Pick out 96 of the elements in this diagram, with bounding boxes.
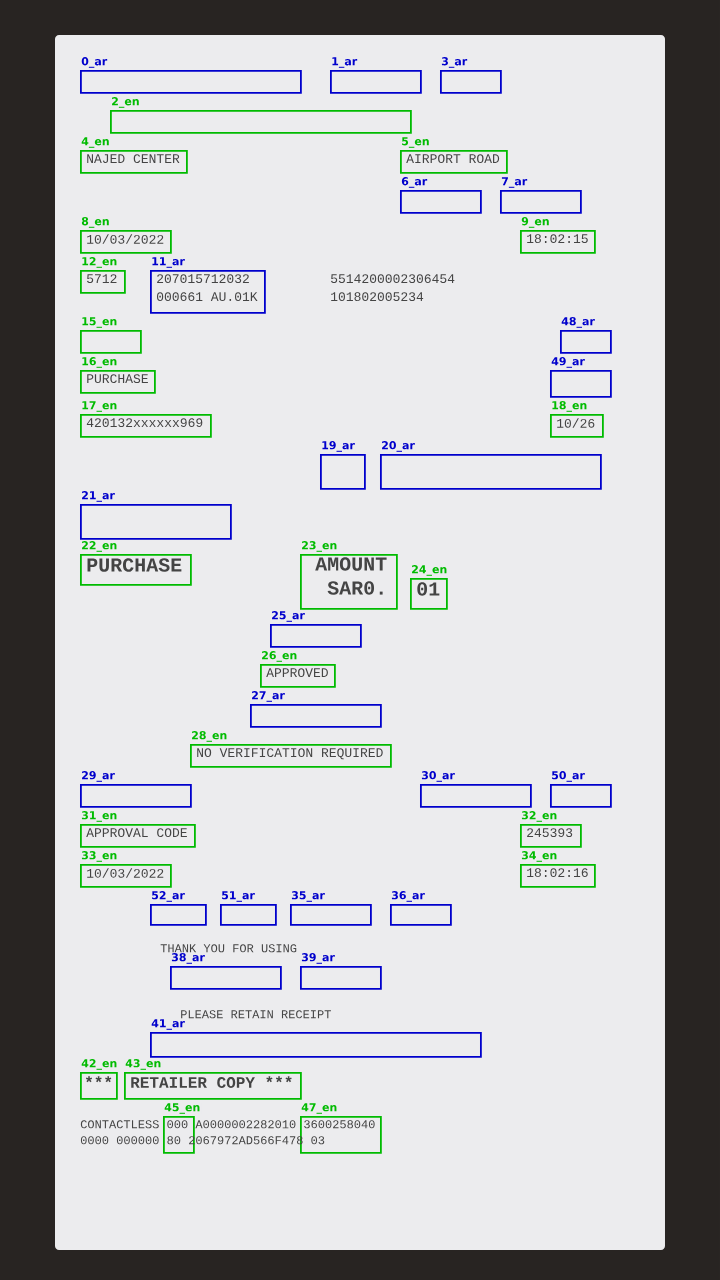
receipt-text: 420132xxxxxx969 [86, 418, 203, 428]
receipt-text: CONTACTLESS 000 A0000002282010 3600258040 [80, 1120, 375, 1129]
receipt-text: 000661 AU.01K [157, 292, 258, 302]
receipt-text: 10/03/2022 [87, 868, 164, 878]
node-label: 30_ar [421, 771, 455, 782]
receipt-text: APPROVED [266, 668, 328, 678]
node-label: 29_ar [82, 771, 115, 782]
node-label: 9_en [521, 217, 549, 228]
node-label: 34_en [521, 851, 557, 862]
receipt-text: 101802005234 [331, 292, 424, 302]
node-label: 4_en [81, 137, 109, 148]
annotation-box: 27_ar [250, 690, 382, 728]
node-label: 3_ar [441, 57, 468, 68]
node-label: 22_en [82, 541, 117, 552]
node-label: 0_ar [81, 57, 108, 68]
receipt-text: 5712 [87, 274, 117, 284]
receipt-text: RETAILER COPY *** [131, 1076, 292, 1088]
annotation-box: 48_ar [560, 316, 612, 354]
annotation-box: 29_ar [80, 770, 192, 808]
receipt-text: APPROVAL CODE [86, 828, 187, 838]
node-label: 38_ar [171, 953, 205, 964]
receipt-text: 10/26 [557, 418, 595, 428]
node-label: 45_en [164, 1103, 200, 1114]
receipt-text: NAJED CENTER [87, 154, 180, 164]
receipt-text: 18:02:16 [527, 868, 588, 878]
receipt-text: 10/03/2022 [87, 234, 164, 244]
node-label: 39_ar [301, 953, 335, 964]
annotation-box: 52_ar [150, 890, 207, 926]
annotation-box: 41_ar [150, 1018, 482, 1058]
node-label: 2_en [112, 97, 139, 108]
annotation-box: 19_ar [320, 440, 366, 490]
node-label: 33_en [81, 851, 117, 862]
node-label: 18_en [552, 401, 587, 412]
node-label: 6_ar [401, 177, 428, 188]
annotation-box: 21_ar [80, 490, 232, 540]
node-label: 23_en [302, 541, 337, 552]
annotation-box: 25_ar [270, 610, 362, 648]
annotation-box: 15_en [80, 316, 142, 354]
annotation-box: 7_ar [500, 176, 582, 214]
annotation-box: 49_ar [550, 356, 612, 398]
annotation-box: 20_ar [380, 440, 602, 490]
node-label: 7_ar [501, 177, 528, 188]
node-label: 25_ar [272, 611, 305, 622]
receipt-text: 207015712032 [157, 274, 249, 284]
annotation-box: 50_ar [550, 770, 612, 808]
node-label: 8_en [81, 217, 109, 228]
node-label: 19_ar [322, 441, 355, 452]
receipt-text: 245393 [527, 828, 573, 838]
node-label: 21_ar [82, 491, 115, 502]
node-label: 31_en [81, 811, 117, 822]
receipt-text: AIRPORT ROAD [406, 154, 500, 164]
node-label: 16_en [82, 357, 117, 368]
node-label: 42_en [81, 1059, 117, 1070]
receipt-text: NO VERIFICATION REQUIRED [197, 748, 383, 760]
receipt-text: PURCHASE [87, 374, 148, 384]
node-label: 28_en [192, 731, 227, 742]
node-label: 47_en [301, 1103, 337, 1114]
node-label: 26_en [262, 651, 297, 662]
annotation-box: 2_en [110, 96, 412, 134]
node-label: 51_ar [222, 891, 255, 902]
node-label: 15_en [82, 317, 117, 328]
node-label: 48_ar [561, 317, 595, 328]
node-label: 36_ar [391, 891, 425, 902]
node-label: 32_en [521, 811, 557, 822]
node-label: 5_en [402, 137, 429, 148]
node-label: 43_en [125, 1059, 161, 1070]
annotation-box: 30_ar [420, 770, 532, 808]
annotation-box: 6_ar [400, 176, 482, 214]
node-label: 12_en [82, 257, 117, 268]
node-label: 35_ar [291, 891, 325, 902]
receipt-text: 5514200002306454 [331, 274, 455, 284]
receipt-text: PLEASE RETAIN RECEIPT [181, 1010, 331, 1019]
receipt-text: AMOUNT SAR0. [315, 557, 387, 595]
node-label: 1_ar [332, 57, 358, 68]
node-label: 20_ar [382, 441, 415, 452]
annotation-box: 51_ar [220, 890, 277, 926]
annotation-box: 3_ar [440, 56, 502, 94]
annotation-box: 0_ar [80, 56, 302, 94]
receipt-text: 18:02:15 [527, 234, 588, 244]
node-label: 50_ar [552, 771, 585, 782]
node-label: 52_ar [152, 891, 185, 902]
node-label: 27_ar [252, 691, 285, 702]
receipt-text: *** [85, 1076, 112, 1083]
annotation-box: 1_ar [330, 56, 422, 94]
node-label: 49_ar [551, 357, 585, 368]
annotation-box: 35_ar [290, 890, 372, 926]
receipt-text: PURCHASE [87, 558, 182, 572]
node-label: 11_ar [152, 257, 185, 268]
annotation-box: 38_ar [170, 952, 282, 990]
receipt-text: THANK YOU FOR USING [160, 944, 297, 953]
receipt-text: 01 [417, 582, 440, 596]
node-label: 24_en [412, 565, 447, 576]
node-label: 41_ar [151, 1019, 185, 1030]
annotation-box: 36_ar [390, 890, 452, 926]
annotation-box: 39_ar [300, 952, 382, 990]
node-label: 17_en [82, 401, 117, 412]
